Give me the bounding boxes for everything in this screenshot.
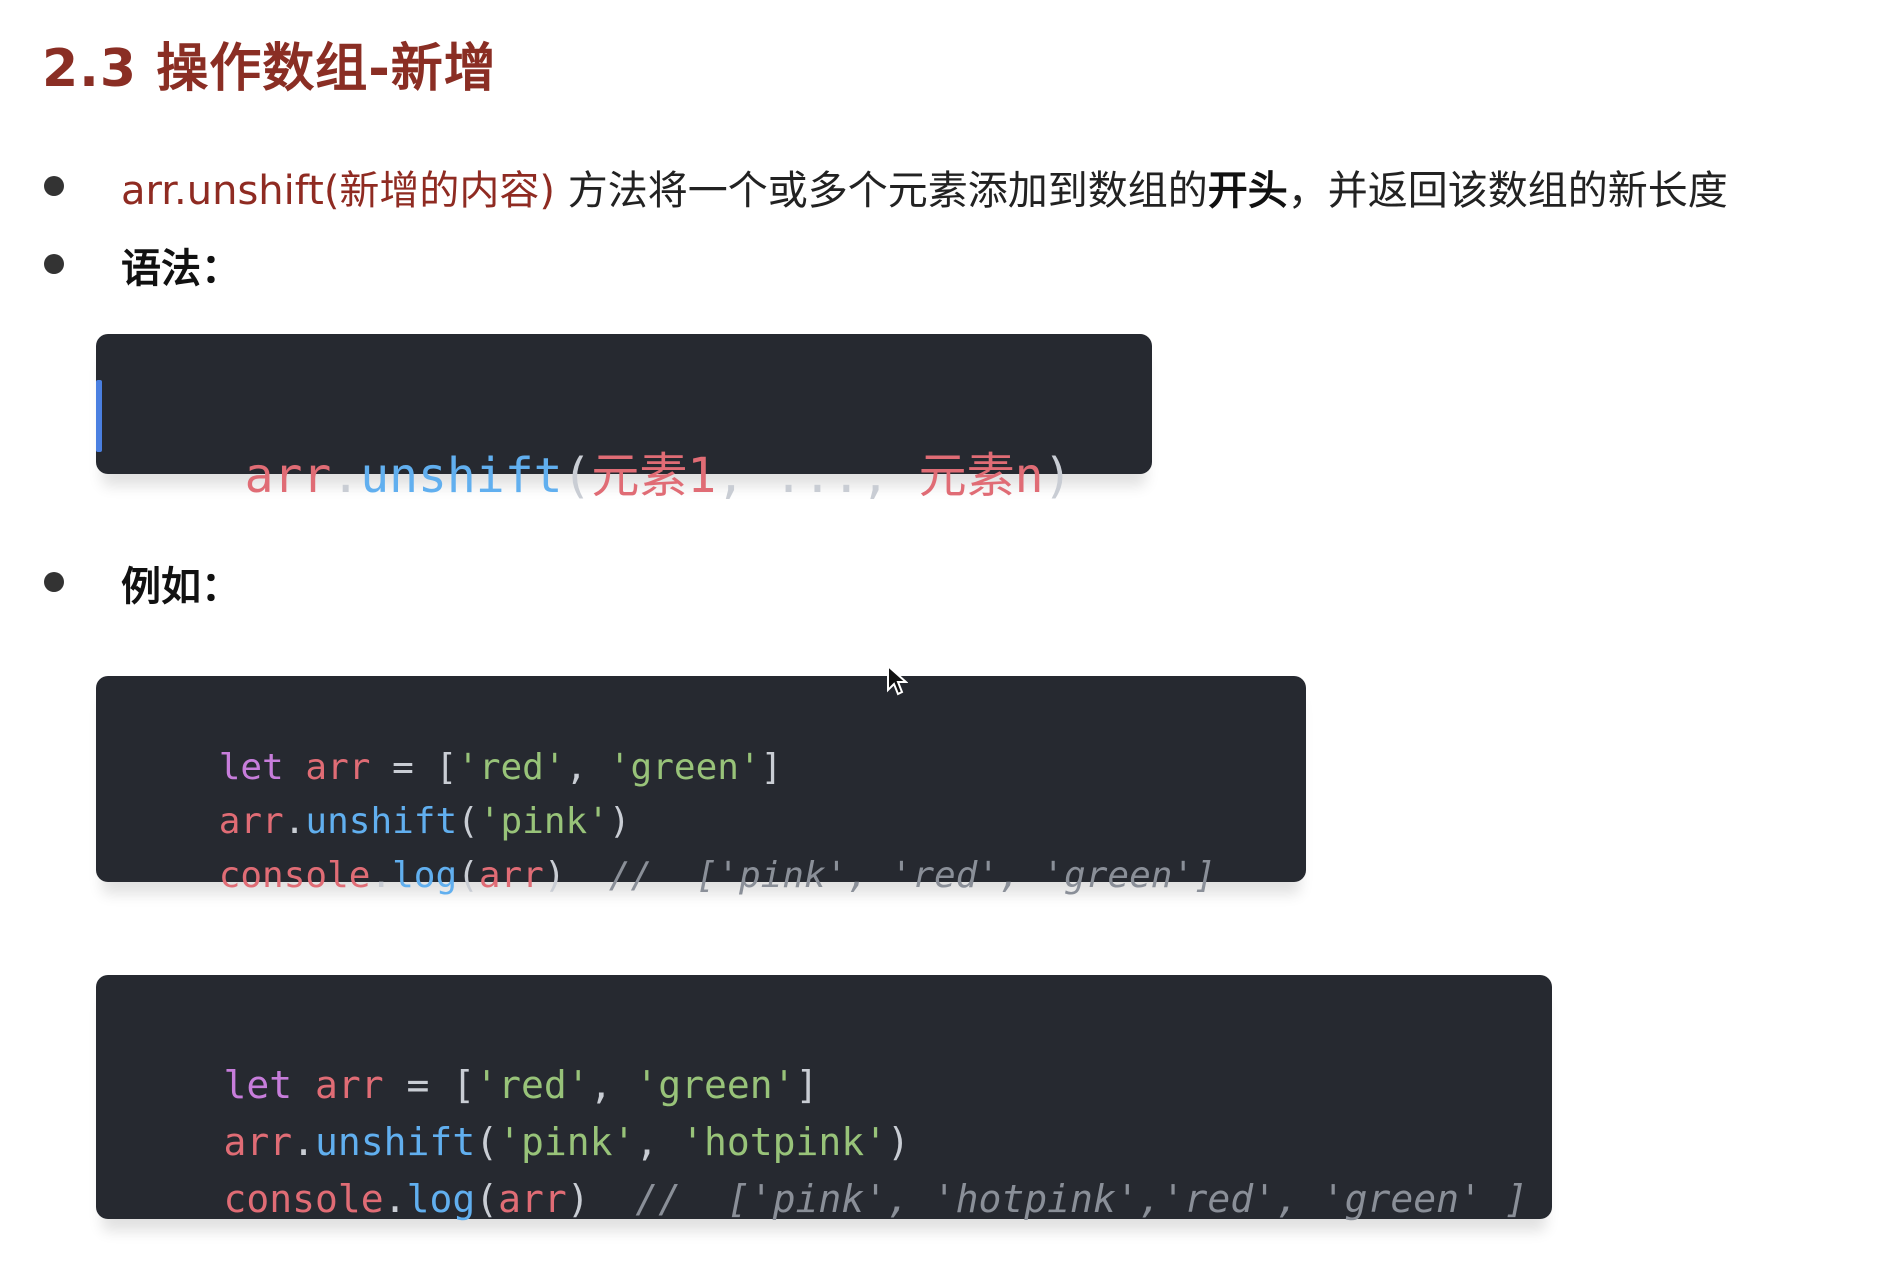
code-token: ) bbox=[566, 1177, 590, 1221]
description-tail: ，并返回该数组的新长度 bbox=[1287, 168, 1728, 214]
example-code-block-1: let arr = ['red', 'green'] arr.unshift('… bbox=[96, 676, 1306, 896]
code-token: unshift bbox=[360, 448, 563, 504]
mouse-cursor-icon bbox=[887, 664, 908, 696]
code-line-1: let arr = ['red', 'green'] bbox=[132, 1019, 819, 1151]
page-title: 2.3 操作数组-新增 bbox=[42, 39, 497, 99]
bullet-dot bbox=[44, 572, 64, 592]
code-token: arr bbox=[283, 747, 371, 788]
code-token: . bbox=[383, 1177, 407, 1221]
code-line-2: arr.unshift('pink') bbox=[132, 760, 631, 883]
code-token: 'green' bbox=[608, 747, 761, 788]
code-token: ] bbox=[795, 1063, 819, 1107]
code-token: ( bbox=[457, 855, 479, 896]
bullet-dot bbox=[44, 254, 64, 274]
code-token: console bbox=[223, 1177, 384, 1221]
syntax-label: 语法： bbox=[121, 246, 241, 292]
code-comment: // ['pink', 'red', 'green'] bbox=[565, 855, 1216, 896]
code-token: unshift bbox=[305, 801, 458, 842]
code-token: 'red' bbox=[457, 747, 566, 788]
code-token: 'red' bbox=[475, 1063, 590, 1107]
code-token: ( bbox=[475, 1177, 499, 1221]
code-token: arr bbox=[478, 855, 544, 896]
code-token: ) bbox=[543, 855, 566, 896]
code-token: . bbox=[292, 1120, 316, 1164]
code-token: 'hotpink' bbox=[681, 1120, 888, 1164]
example-code-block-2: let arr = ['red', 'green'] arr.unshift('… bbox=[96, 975, 1552, 1221]
description-text: 方法将一个或多个元素添加到数组的 bbox=[555, 168, 1208, 214]
code-token: , bbox=[635, 1120, 682, 1164]
code-token: arr bbox=[218, 801, 284, 842]
code-token: , bbox=[860, 448, 919, 504]
bullet-dot bbox=[44, 176, 64, 196]
unshift-description: arr.unshift(新增的内容) 方法将一个或多个元素添加到数组的开头，并返… bbox=[121, 158, 1728, 216]
code-token: ( bbox=[457, 801, 479, 842]
code-token: ) bbox=[1043, 448, 1073, 504]
code-token: ... bbox=[774, 448, 861, 504]
code-token: ( bbox=[562, 448, 592, 504]
code-accent-bar bbox=[96, 380, 102, 452]
syntax-code-block: arr.unshift(元素1, ..., 元素n) bbox=[96, 334, 1152, 504]
code-token: let bbox=[223, 1063, 293, 1107]
code-token: arr bbox=[498, 1177, 567, 1221]
code-token: ) bbox=[887, 1120, 910, 1164]
code-token: unshift bbox=[315, 1120, 476, 1164]
syntax-line: arr.unshift(元素1, ..., 元素n) bbox=[129, 380, 1073, 562]
code-token: , bbox=[589, 1063, 636, 1107]
emphasis-start: 开头 bbox=[1207, 168, 1288, 214]
code-token: ) bbox=[608, 801, 631, 842]
example-label: 例如： bbox=[121, 564, 241, 610]
code-token: ] bbox=[760, 747, 783, 788]
code-token: ( bbox=[475, 1120, 499, 1164]
code-token: = [ bbox=[370, 747, 458, 788]
code-line-1: let arr = ['red', 'green'] bbox=[132, 706, 783, 829]
code-token: . bbox=[283, 801, 306, 842]
code-token: 'green' bbox=[635, 1063, 796, 1107]
code-token: let bbox=[218, 747, 284, 788]
code-token: log bbox=[406, 1177, 476, 1221]
code-line-3: console.log(arr) // ['pink', 'red', 'gre… bbox=[132, 814, 1216, 937]
code-token: 'pink' bbox=[498, 1120, 636, 1164]
code-token: arr bbox=[244, 448, 332, 504]
code-comment: // ['pink', 'hotpink','red', 'green' ] bbox=[589, 1177, 1528, 1221]
code-token: . bbox=[331, 448, 361, 504]
method-signature: arr.unshift(新增的内容) bbox=[121, 168, 556, 214]
code-token: = [ bbox=[383, 1063, 476, 1107]
code-token: arr bbox=[223, 1120, 293, 1164]
code-token: , bbox=[716, 448, 775, 504]
code-token: log bbox=[392, 855, 458, 896]
code-token: 'pink' bbox=[478, 801, 609, 842]
code-line-2: arr.unshift('pink', 'hotpink') bbox=[132, 1076, 910, 1208]
code-token: . bbox=[370, 855, 393, 896]
code-token: 元素1 bbox=[591, 448, 717, 504]
code-line-3: console.log(arr) // ['pink', 'hotpink','… bbox=[132, 1133, 1528, 1265]
code-token: , bbox=[565, 747, 609, 788]
code-token: arr bbox=[292, 1063, 384, 1107]
code-token: 元素n bbox=[918, 448, 1044, 504]
code-token: console bbox=[218, 855, 371, 896]
